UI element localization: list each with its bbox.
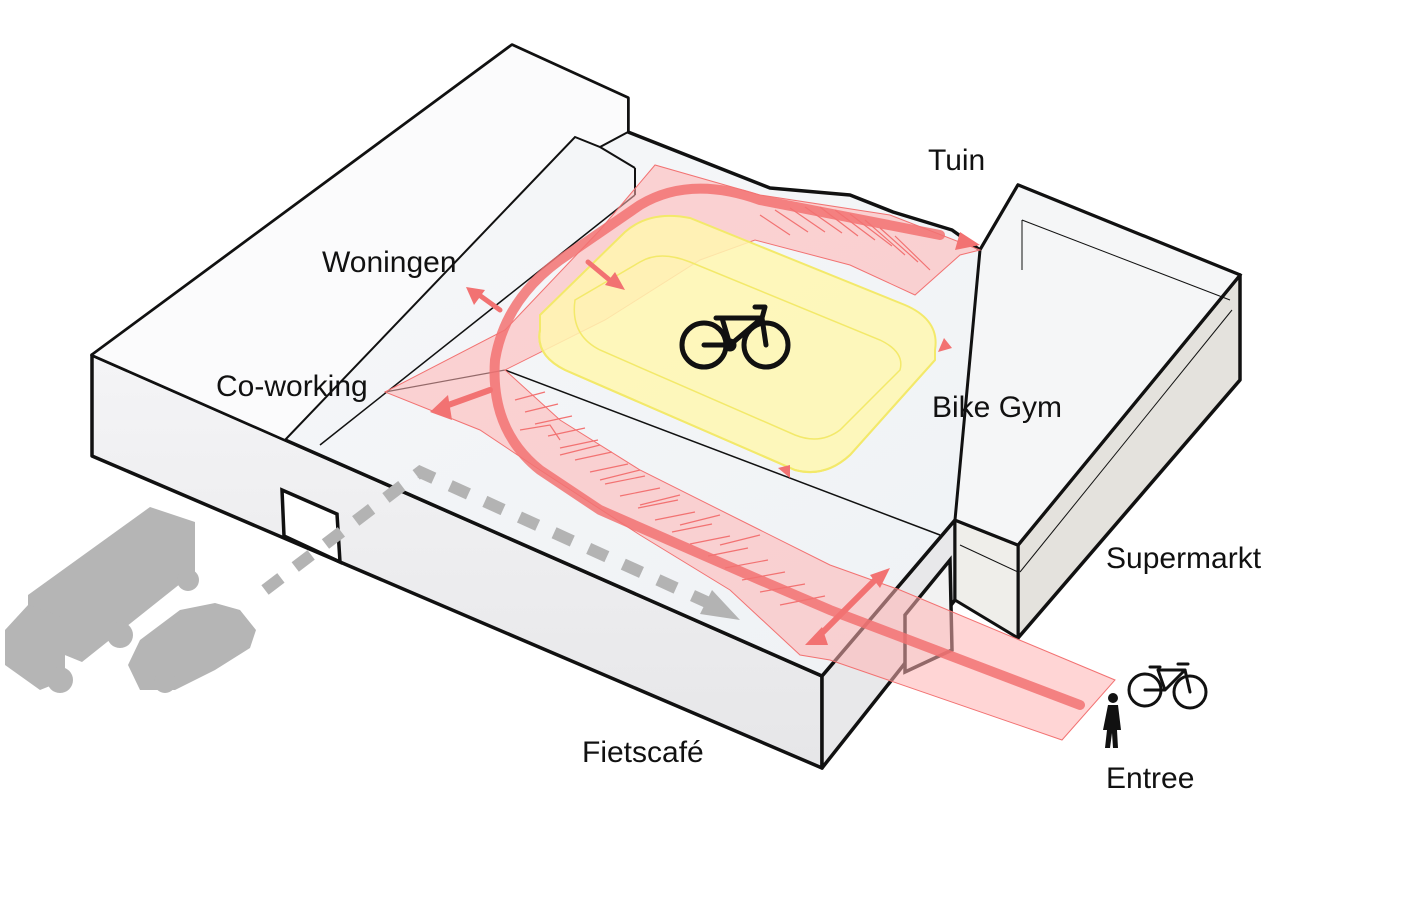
route-arrowheads	[430, 232, 980, 645]
entree-bicycle-icon	[1127, 662, 1208, 710]
label-supermarkt: Supermarkt	[1106, 542, 1262, 575]
label-woningen: Woningen	[322, 246, 457, 279]
label-tuin: Tuin	[928, 144, 986, 177]
label-bike-gym: Bike Gym	[932, 391, 1063, 424]
bike-gym-volume	[538, 214, 937, 474]
pedestrian-icon	[1103, 693, 1121, 748]
bike-route	[437, 183, 1085, 710]
label-entree: Entree	[1106, 762, 1195, 795]
bicycle-icon	[679, 304, 791, 370]
service-route	[261, 465, 740, 620]
label-fietscafe: Fietscafé	[582, 736, 704, 769]
label-co-working: Co-working	[216, 370, 368, 403]
car-icon	[128, 603, 256, 693]
truck-icon	[5, 507, 199, 693]
